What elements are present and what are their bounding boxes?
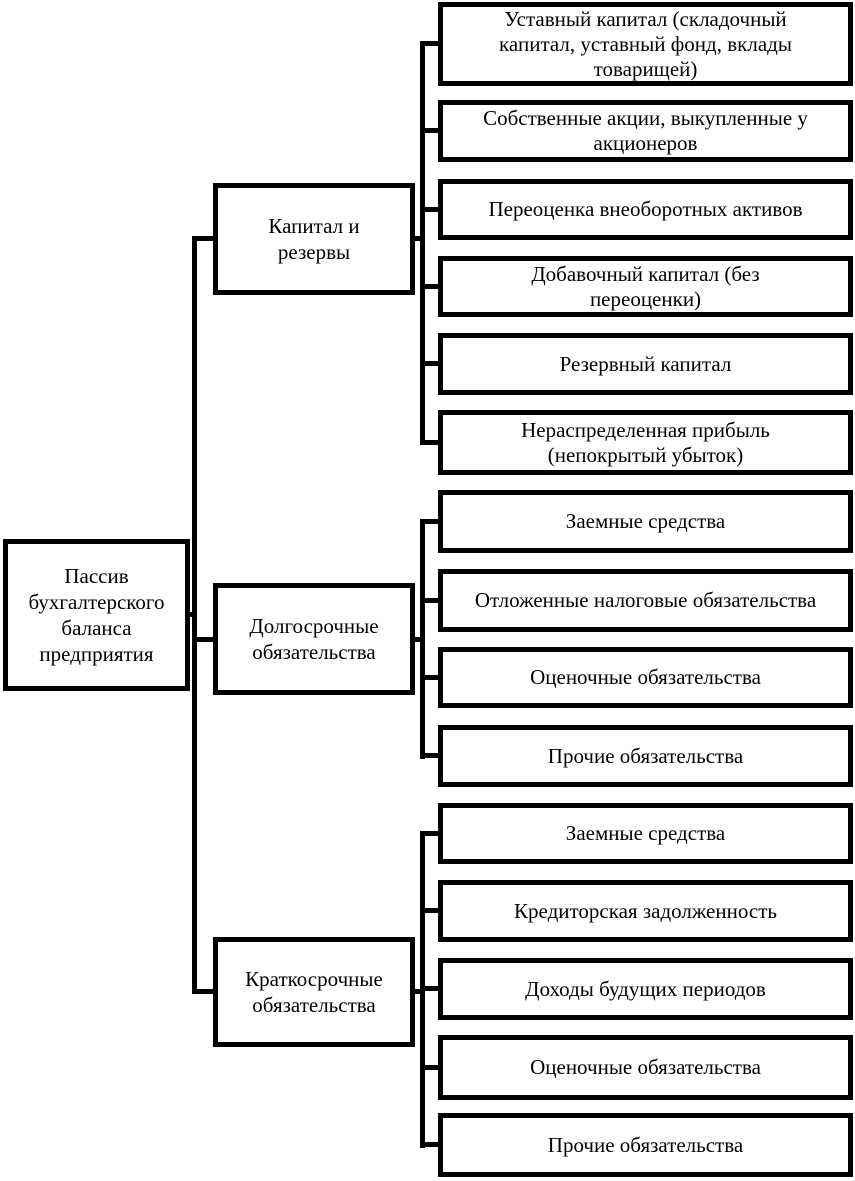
connector-trunk-group2: [420, 519, 425, 759]
node-dobavochny-kapital: Добавочный капитал (без переоценки): [438, 256, 853, 317]
connector-child-g1-1: [420, 128, 438, 133]
node-neraspredelennaya-pribyl: Нераспределенная прибыль (непокрытый убы…: [438, 410, 853, 475]
node-dolgosrochnye-obyazatelstva: Долгосрочные обязательства: [213, 583, 415, 695]
node-kratkosrochnye-obyazatelstva: Краткосрочные обязательства: [213, 937, 415, 1047]
connector-stub-capital: [192, 236, 213, 241]
node-otsenochnye-obyazatelstva-kratko: Оценочные обязательства: [438, 1035, 853, 1100]
connector-child-g1-5: [420, 440, 438, 445]
connector-child-g3-0: [420, 831, 438, 836]
node-otlozhennye-nalogovye: Отложенные налоговые обязательства: [438, 569, 853, 632]
node-rezervny-kapital: Резервный капитал: [438, 333, 853, 395]
connector-child-g3-2: [420, 986, 438, 991]
node-prochie-obyazatelstva-dolgo: Прочие обязательства: [438, 725, 853, 787]
connector-child-g3-3: [420, 1065, 438, 1070]
connector-trunk-group1: [420, 41, 425, 445]
node-passiv-balansa-root: Пассив бухгалтерского баланса предприяти…: [3, 539, 190, 691]
connector-child-g2-0: [420, 519, 438, 524]
connector-child-g3-4: [420, 1142, 438, 1147]
connector-child-g2-1: [420, 598, 438, 603]
connector-child-g1-2: [420, 207, 438, 212]
connector-child-g2-2: [420, 675, 438, 680]
connector-child-g1-0: [420, 41, 438, 46]
node-zaemnye-sredstva-dolgo: Заемные средства: [438, 490, 853, 553]
connector-child-g3-1: [420, 908, 438, 913]
connector-stub-shortterm: [192, 989, 213, 994]
connector-child-g2-3: [420, 753, 438, 758]
node-dokhody-budushchikh-periodov: Доходы будущих периодов: [438, 958, 853, 1020]
node-capital-i-rezervy: Капитал и резервы: [213, 183, 415, 295]
connector-child-g1-4: [420, 361, 438, 366]
node-otsenochnye-obyazatelstva-dolgo: Оценочные обязательства: [438, 647, 853, 708]
connector-root-stub: [186, 612, 197, 617]
connector-stub-longterm: [192, 637, 213, 642]
node-kreditorskaya-zadolzhennost: Кредиторская задолженность: [438, 880, 853, 942]
node-prochie-obyazatelstva-kratko: Прочие обязательства: [438, 1113, 853, 1177]
node-sobstvennye-aktsii: Собственные акции, выкупленные у акционе…: [438, 100, 853, 162]
node-ustavny-kapital: Уставный капитал (складочный капитал, ус…: [438, 2, 853, 86]
connector-child-g1-3: [420, 284, 438, 289]
node-zaemnye-sredstva-kratko: Заемные средства: [438, 803, 853, 864]
node-pereotsenka-aktivov: Переоценка внеоборотных активов: [438, 179, 853, 240]
connector-main-trunk: [192, 236, 197, 994]
